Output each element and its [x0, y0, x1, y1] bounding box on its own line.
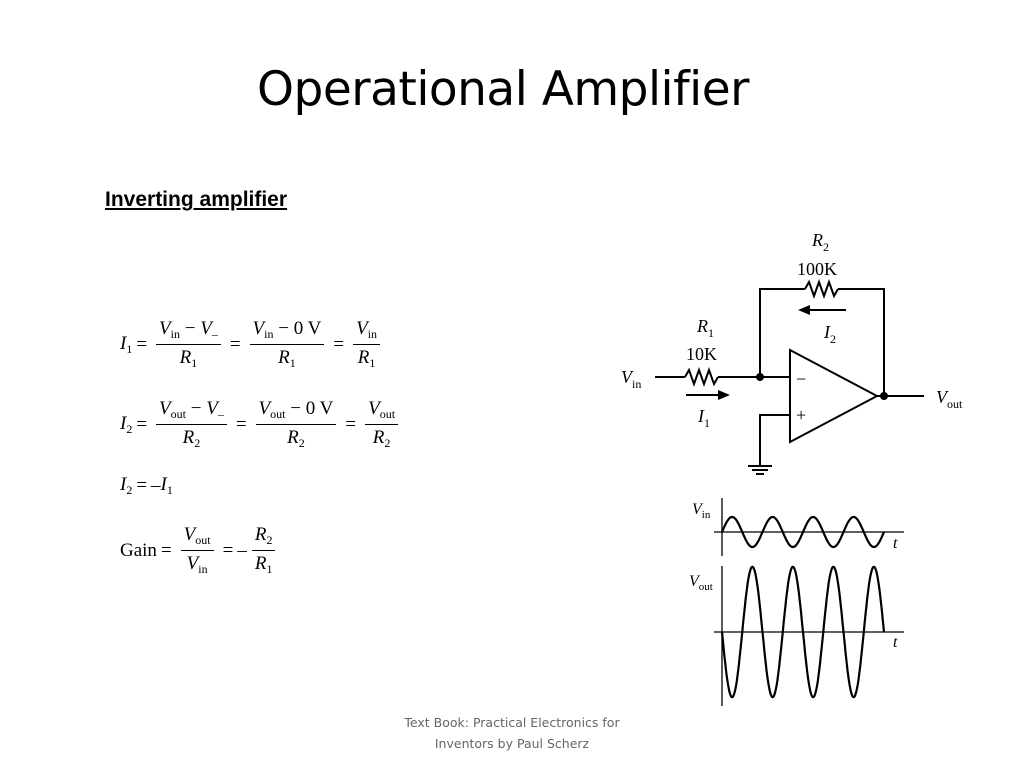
fraction: Vout − V– R2	[156, 398, 227, 451]
r2-value: 100K	[797, 259, 837, 279]
equation-gain: Gain = Vout Vin = – R2 R1	[120, 524, 280, 577]
vout-label: Vout	[936, 387, 963, 411]
feedback-wire-right	[838, 288, 885, 396]
noninverting-input-sign: +	[796, 405, 806, 425]
r1-label: R1	[696, 316, 714, 340]
feedback-wire	[759, 288, 805, 377]
fraction: Vin − 0 V R1	[249, 318, 325, 371]
i2-label: I2	[823, 322, 836, 346]
vout-waveform	[720, 565, 886, 699]
fraction: Vin R1	[353, 318, 381, 371]
fraction: R2 R1	[251, 524, 276, 577]
section-subtitle: Inverting amplifier	[105, 188, 288, 211]
equation-i1: I1 = Vin − V– R1 = Vin − 0 V R1 = Vin R1	[120, 318, 385, 371]
output-node	[880, 392, 888, 400]
i1-label: I1	[697, 406, 710, 430]
r2-label: R2	[811, 230, 829, 254]
vin-label: Vin	[621, 367, 641, 391]
fraction: Vout − 0 V R2	[255, 398, 337, 451]
vin-t-label: t	[893, 535, 898, 552]
slide-title: Operational Amplifier	[257, 62, 749, 117]
fraction: Vin − V– R1	[156, 318, 221, 371]
r1-resistor	[684, 367, 719, 387]
vin-axis-label: Vin	[692, 501, 711, 521]
vin-waveform	[720, 515, 886, 549]
r1-value: 10K	[686, 344, 717, 364]
equation-i2: I2 = Vout − V– R2 = Vout − 0 V R2 = Vout…	[120, 398, 403, 451]
equation-i2-equals-neg-i1: I2 = – I1	[120, 474, 173, 497]
vout-t-label: t	[893, 634, 898, 651]
inverting-node	[756, 373, 764, 381]
ground-wire	[759, 414, 790, 466]
vout-axis-label: Vout	[689, 573, 713, 593]
footer-citation: Text Book: Practical Electronics for Inv…	[404, 715, 620, 751]
fraction: Vout Vin	[180, 524, 214, 577]
inverting-input-sign: −	[796, 369, 806, 389]
op-amp-triangle	[789, 348, 880, 444]
fraction: Vout R2	[365, 398, 399, 451]
r2-resistor	[804, 279, 839, 299]
